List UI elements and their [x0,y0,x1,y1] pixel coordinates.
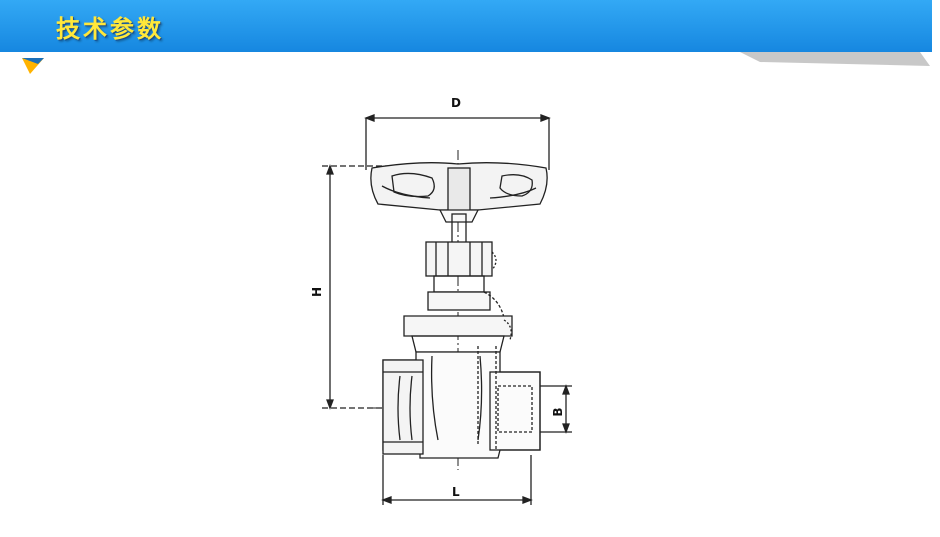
banner-arrow-fold [22,58,44,64]
banner-shadow [740,52,930,66]
dimension-label-b: B [551,407,565,416]
dimension-l [381,455,533,505]
handwheel [370,162,548,223]
banner-shape [0,0,932,74]
dimension-label-l: L [452,485,460,499]
section-title: 技术参数 [56,15,164,43]
section-header-banner: 技术参数 [0,0,940,74]
banner-bar [0,0,932,52]
valve-body [382,346,541,459]
dimension-label-d: D [451,96,461,110]
dimension-d [364,114,551,170]
stem-and-packing-nut [425,213,505,319]
dimension-label-h: H [310,287,324,297]
